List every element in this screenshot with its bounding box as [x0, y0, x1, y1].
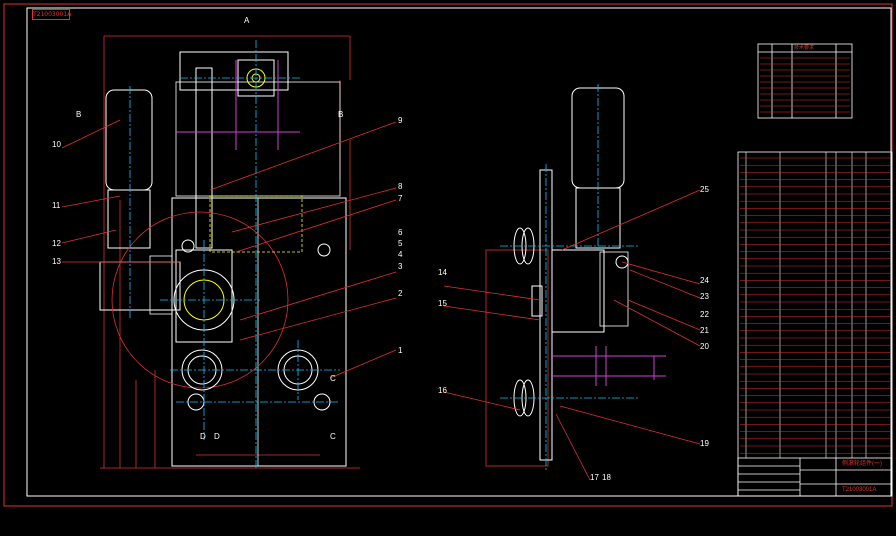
part-label: 13 [52, 257, 61, 266]
part-label: 19 [700, 439, 709, 448]
leader-lines [61, 119, 701, 481]
section-mark-c-top: C [330, 374, 336, 383]
section-mark-b-left: B [76, 110, 82, 119]
part-label: 21 [700, 326, 709, 335]
part-label: 12 [52, 239, 61, 248]
title-block-name: 侧滚轮组件(一) [842, 461, 882, 467]
part-label: 3 [398, 262, 403, 271]
title-block-drawing-number: T21003001A [842, 487, 877, 493]
section-mark-b-right: B [338, 110, 344, 119]
part-label: 7 [398, 194, 403, 203]
part-label: 1 [398, 346, 403, 355]
front-view [99, 35, 360, 470]
part-label: 9 [398, 116, 403, 125]
part-label: 18 [602, 473, 611, 482]
part-label: 16 [438, 386, 447, 395]
part-label: 23 [700, 292, 709, 301]
tech-requirements-table [757, 43, 853, 119]
part-label: 5 [398, 239, 403, 248]
section-mark-d-right: D [214, 432, 220, 441]
part-label: 11 [52, 201, 61, 210]
outer-frame [3, 3, 893, 507]
section-label-a: A [244, 16, 250, 25]
part-label: 17 [590, 473, 599, 482]
part-label: 24 [700, 276, 709, 285]
part-label: 15 [438, 299, 447, 308]
section-mark-d-left: D [200, 432, 206, 441]
part-label: 4 [398, 250, 403, 259]
parts-list-table [737, 151, 893, 497]
part-label: 10 [52, 140, 61, 149]
part-label: 2 [398, 289, 403, 298]
part-label: 8 [398, 182, 403, 191]
section-mark-c-bottom: C [330, 432, 336, 441]
tech-requirements-title: 技术要求 [794, 45, 815, 51]
part-label: 6 [398, 228, 403, 237]
inner-frame [26, 7, 892, 497]
part-label: 14 [438, 268, 447, 277]
part-label: 25 [700, 185, 709, 194]
tech-requirements-rows [760, 57, 850, 113]
title-block [737, 457, 893, 497]
part-label: 22 [700, 310, 709, 319]
corner-tag: T21003001A [32, 9, 72, 20]
side-view [485, 84, 666, 470]
part-label: 20 [700, 342, 709, 351]
